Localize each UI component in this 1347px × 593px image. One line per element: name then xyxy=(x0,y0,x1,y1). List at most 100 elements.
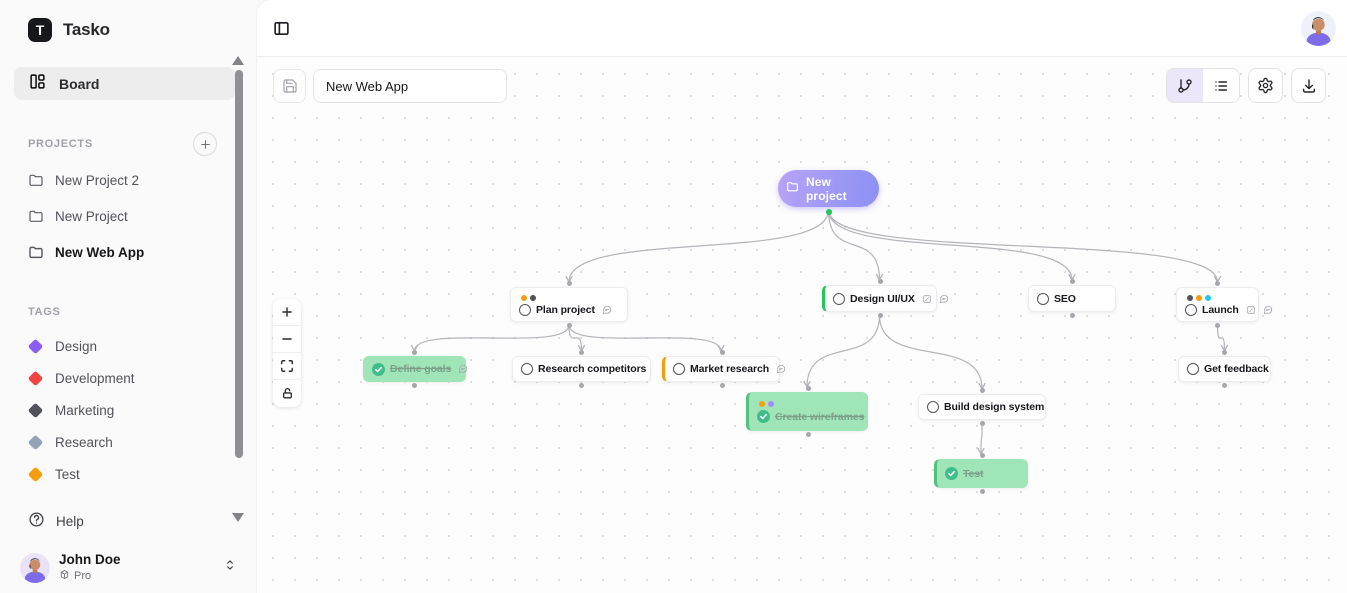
comment-icon[interactable] xyxy=(939,294,949,304)
task-checkbox[interactable] xyxy=(519,303,531,316)
task-checkbox[interactable] xyxy=(521,363,533,375)
node-handle-bottom[interactable] xyxy=(1222,383,1227,388)
comment-icon[interactable] xyxy=(1263,305,1273,315)
task-checkbox[interactable] xyxy=(1185,303,1197,316)
flow-edge-buildds-test xyxy=(977,422,985,455)
node-handle-top[interactable] xyxy=(579,350,584,355)
panel-left-icon[interactable] xyxy=(273,20,290,37)
flow-node-market[interactable]: Market research xyxy=(662,350,786,388)
scrollbar-thumb[interactable] xyxy=(235,70,243,458)
node-handle-bottom[interactable] xyxy=(979,421,985,426)
user-menu[interactable]: John Doe Pro xyxy=(20,552,237,583)
node-label: Define goals xyxy=(390,363,452,375)
node-handle-top[interactable] xyxy=(412,350,417,355)
flow-node-goals[interactable]: Define goals xyxy=(363,350,468,388)
flow-node-research[interactable]: Research competitors xyxy=(512,350,651,388)
sidebar-tag-research[interactable]: Research xyxy=(0,426,257,458)
folder-icon xyxy=(29,210,43,222)
lock-control[interactable] xyxy=(273,380,301,407)
node-handle-top[interactable] xyxy=(979,453,985,458)
task-checkbox[interactable] xyxy=(1187,363,1199,375)
tag-diamond-icon xyxy=(27,402,44,418)
node-handle-top[interactable] xyxy=(1215,281,1220,286)
save-icon xyxy=(282,79,297,93)
node-handle-bottom[interactable] xyxy=(566,323,572,328)
tag-dot xyxy=(768,401,774,407)
sidebar-project-new-project-2[interactable]: New Project 2 xyxy=(0,162,257,198)
task-checkbox[interactable] xyxy=(833,292,845,305)
sidebar-tag-design[interactable]: Design xyxy=(0,330,257,362)
task-checkbox[interactable] xyxy=(1037,292,1049,305)
maximize-control[interactable] xyxy=(273,353,301,380)
flow-node-test[interactable]: Test xyxy=(934,453,1028,494)
flow-edges xyxy=(410,209,1229,455)
flow-node-design[interactable]: Design UI/UX xyxy=(822,279,948,318)
list-view-button[interactable] xyxy=(1203,69,1239,102)
node-handle-top[interactable] xyxy=(566,281,572,286)
sidebar-tag-test[interactable]: Test xyxy=(0,458,257,490)
plus-control[interactable] xyxy=(273,299,301,326)
node-handle-bottom[interactable] xyxy=(1069,313,1075,318)
sidebar-item-help[interactable]: Help xyxy=(28,511,84,531)
comment-icon[interactable] xyxy=(776,364,786,374)
node-handle-bottom[interactable] xyxy=(579,383,584,388)
project-title-input[interactable] xyxy=(313,69,507,103)
scroll-down-arrow[interactable] xyxy=(232,513,244,522)
node-handle-bottom[interactable] xyxy=(825,209,832,215)
edit-icon xyxy=(922,294,931,303)
node-handle-top[interactable] xyxy=(1069,279,1075,284)
minus-control[interactable] xyxy=(273,326,301,353)
flow-node-wireframes[interactable]: Create wireframes xyxy=(746,386,868,437)
flow-node-feedback[interactable]: Get feedback xyxy=(1178,350,1271,388)
profile-avatar[interactable] xyxy=(1301,11,1336,46)
sidebar-tag-marketing[interactable]: Marketing xyxy=(0,394,257,426)
task-checkbox[interactable] xyxy=(927,401,939,413)
node-label: Build design system xyxy=(944,401,1045,413)
flow-node-launch[interactable]: Launch xyxy=(1176,281,1272,328)
node-handle-bottom[interactable] xyxy=(1215,323,1220,328)
node-handle-bottom[interactable] xyxy=(878,313,883,318)
node-handle-top[interactable] xyxy=(719,350,725,355)
node-handle-top[interactable] xyxy=(1222,350,1227,355)
node-handle-top[interactable] xyxy=(878,279,883,284)
avatar-illustration xyxy=(20,552,50,583)
sidebar-project-new-project[interactable]: New Project xyxy=(0,198,257,234)
task-checkbox[interactable] xyxy=(673,363,685,375)
check-circle-icon[interactable] xyxy=(372,362,385,376)
node-handle-top[interactable] xyxy=(979,388,985,393)
user-plan-label: Pro xyxy=(74,570,92,582)
download-button[interactable] xyxy=(1291,68,1326,103)
flow-edge-root-seo xyxy=(827,209,1076,281)
node-handle-bottom[interactable] xyxy=(719,383,725,388)
branch-view-button[interactable] xyxy=(1167,69,1203,102)
comment-icon[interactable] xyxy=(602,305,612,315)
flow-edge-design-wireframes xyxy=(803,314,881,388)
edit-icon[interactable] xyxy=(1246,305,1256,315)
flow-node-plan[interactable]: Plan project xyxy=(510,281,628,328)
comment-icon[interactable] xyxy=(458,364,468,374)
flow-node-root[interactable]: New project xyxy=(778,170,879,215)
sidebar-project-new-web-app[interactable]: New Web App xyxy=(0,234,257,270)
avatar-illustration xyxy=(1301,11,1336,46)
node-handle-top[interactable] xyxy=(805,386,811,391)
sidebar-tag-development[interactable]: Development xyxy=(0,362,257,394)
node-handle-bottom[interactable] xyxy=(412,383,417,388)
check-circle-icon[interactable] xyxy=(757,410,770,423)
check-circle-icon[interactable] xyxy=(945,467,958,480)
node-label: Launch xyxy=(1202,303,1239,316)
tag-label: Test xyxy=(55,466,80,482)
edit-icon[interactable] xyxy=(922,294,932,304)
settings-button[interactable] xyxy=(1248,68,1283,103)
flow-node-buildds[interactable]: Build design system xyxy=(918,388,1046,426)
node-handle-bottom[interactable] xyxy=(979,489,985,494)
sidebar-item-board[interactable]: Board xyxy=(14,67,235,100)
save-button[interactable] xyxy=(273,69,306,103)
pro-plan-icon xyxy=(59,569,70,583)
flow-node-seo[interactable]: SEO xyxy=(1028,279,1116,318)
node-handle-bottom[interactable] xyxy=(805,432,811,437)
add-project-button[interactable] xyxy=(193,132,217,156)
chevrons-up-down-icon[interactable] xyxy=(223,558,237,577)
scroll-up-arrow[interactable] xyxy=(232,56,244,65)
